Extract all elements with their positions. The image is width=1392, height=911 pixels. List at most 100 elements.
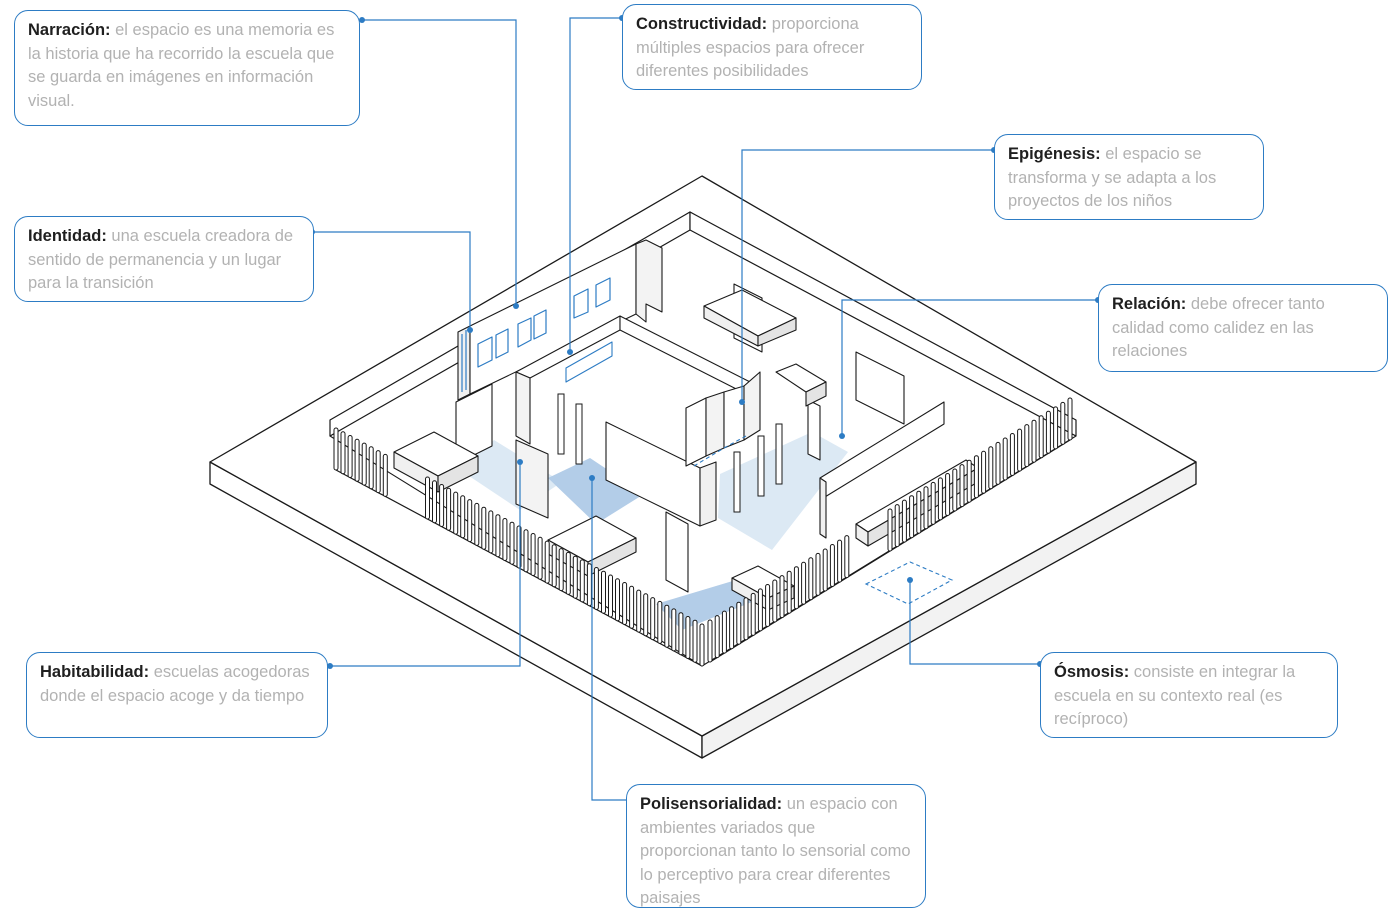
fence-post <box>772 579 778 623</box>
fence-post <box>509 521 515 565</box>
fence-post <box>347 435 353 478</box>
fence-post <box>707 619 713 663</box>
fence-post <box>354 438 360 482</box>
fence-post <box>995 441 1001 485</box>
fence-post <box>1009 433 1015 476</box>
term-osmosis: Ósmosis: <box>1054 663 1130 681</box>
term-identidad: Identidad: <box>28 227 107 245</box>
fence-post <box>808 557 814 601</box>
fence-post <box>692 619 698 663</box>
fence-post <box>333 427 339 471</box>
fence-post <box>793 566 799 610</box>
fence-post <box>622 582 628 625</box>
fence-post <box>439 484 445 527</box>
fence-post <box>481 506 487 550</box>
desc-polisensorialidad: un espacio con ambientes variados que pr… <box>640 795 911 907</box>
fence-post <box>901 499 907 543</box>
fence-post <box>650 597 656 641</box>
fence-post <box>615 578 620 622</box>
fence-post <box>721 610 727 654</box>
callout-identidad: Identidad: una escuela creadora de senti… <box>14 216 314 302</box>
fence-post <box>714 615 720 659</box>
osmosis-dashed-zone <box>864 561 954 605</box>
fence-post <box>375 450 381 494</box>
fence-post <box>1002 437 1008 481</box>
fence-post <box>959 464 965 508</box>
fence-post <box>586 563 592 607</box>
desc-relacion: debe ofrecer tanto calidad como calidez … <box>1112 295 1325 360</box>
fence-post <box>565 551 571 595</box>
fence-post <box>425 476 430 520</box>
fence-post <box>1031 419 1037 463</box>
callout-relacion: Relación: debe ofrecer tanto calidad com… <box>1098 284 1388 372</box>
fence-post <box>467 499 473 543</box>
callout-habitabilidad: Habitabilidad: escuelas acogedoras donde… <box>26 652 328 738</box>
fence-post <box>502 518 508 561</box>
fence-post <box>909 495 915 539</box>
desc-osmosis: consiste en integrar la escuela en su co… <box>1054 663 1296 728</box>
fence-post <box>453 491 459 535</box>
fence-post <box>537 536 543 580</box>
fence-post <box>601 570 606 614</box>
fence-post <box>916 490 922 534</box>
desc-identidad: una escuela creadora de sentido de perma… <box>28 227 294 292</box>
central-room <box>515 315 759 445</box>
term-narracion: Narración: <box>28 21 111 39</box>
fence-post <box>981 450 987 494</box>
fence-post <box>558 548 564 592</box>
fence-post <box>1038 415 1044 459</box>
fence-post <box>894 504 900 548</box>
fence-post <box>973 455 979 499</box>
folding-screen <box>685 371 761 467</box>
fence-post <box>664 604 670 648</box>
columns <box>557 393 783 513</box>
fence-post <box>361 442 367 486</box>
desc-habitabilidad: escuelas acogedoras donde el espacio aco… <box>40 663 310 705</box>
term-polisensorialidad: Polisensorialidad: <box>640 795 783 813</box>
fence-post <box>1045 410 1051 454</box>
fence-post <box>837 539 843 583</box>
fence-post <box>530 533 536 576</box>
fence-post <box>822 548 828 592</box>
fence-post <box>551 544 557 588</box>
fence-post <box>765 584 771 627</box>
callout-narracion: Narración: el espacio es una memoria es … <box>14 10 360 126</box>
fence-post <box>930 481 936 525</box>
fence-post <box>474 502 480 546</box>
fence-post <box>815 552 821 596</box>
callout-polisensorialidad: Polisensorialidad: un espacio con ambien… <box>626 784 926 908</box>
term-epigenesis: Epigénesis: <box>1008 145 1101 163</box>
fence-post <box>579 559 585 603</box>
fence-post <box>736 601 742 645</box>
fence-post <box>523 529 529 573</box>
fence-post <box>671 608 677 652</box>
term-constructividad: Constructividad: <box>636 15 768 33</box>
callout-epigenesis: Epigénesis: el espacio se transforma y s… <box>994 134 1264 220</box>
term-relacion: Relación: <box>1112 295 1187 313</box>
fence-post <box>1060 401 1066 445</box>
fence-post <box>829 544 835 587</box>
desc-epigenesis: el espacio se transforma y se adapta a l… <box>1008 145 1217 210</box>
callout-constructividad: Constructividad: proporciona múltiples e… <box>622 4 922 90</box>
fence-post <box>757 588 763 632</box>
fence-post <box>801 561 807 605</box>
fence-post <box>937 477 943 521</box>
display-wall <box>457 239 663 401</box>
fence-post <box>636 589 642 633</box>
fence-post <box>1067 397 1073 441</box>
fence-post <box>544 540 550 584</box>
fence-post <box>382 453 388 497</box>
fence-post <box>966 459 972 503</box>
fence-post <box>887 508 893 552</box>
fence-post <box>923 486 929 530</box>
fence-post <box>657 600 663 644</box>
fence-post <box>779 575 785 619</box>
fence-left <box>333 427 705 667</box>
fence-post <box>572 555 578 599</box>
leader-lines <box>312 17 1098 801</box>
fence-post <box>340 431 346 475</box>
fence-post <box>699 623 705 667</box>
fence-post <box>844 535 850 579</box>
fence-post <box>743 597 749 641</box>
